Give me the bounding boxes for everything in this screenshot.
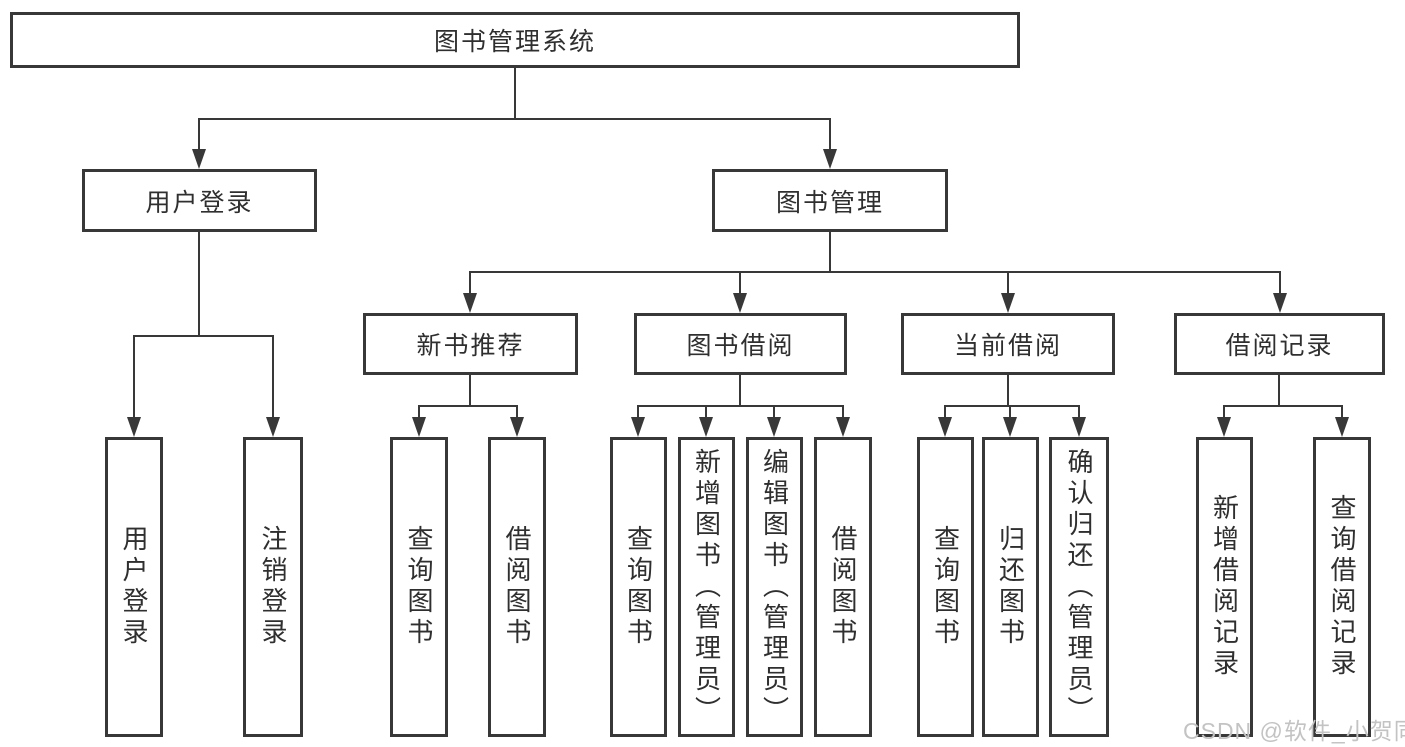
arrow-down-icon xyxy=(412,417,426,437)
connector-line xyxy=(773,405,775,420)
leaf-label: 新增借阅记录 xyxy=(1209,494,1240,680)
leaf-label: 查询图书 xyxy=(930,525,961,649)
leaf-return-books: 归还图书 xyxy=(982,437,1039,737)
arrow-down-icon xyxy=(1335,417,1349,437)
connector-line xyxy=(198,118,200,151)
connector-line xyxy=(944,405,1080,407)
node-current-borrowing: 当前借阅 xyxy=(901,313,1115,375)
connector-line xyxy=(1007,375,1009,407)
leaf-label: 用户登录 xyxy=(119,525,149,649)
csdn-watermark: CSDN @软件_小贺同学 xyxy=(1183,718,1405,744)
arrow-down-icon xyxy=(767,417,781,437)
arrow-down-icon xyxy=(1003,417,1017,437)
node-label: 图书管理系统 xyxy=(433,28,596,56)
connector-line xyxy=(469,375,471,407)
node-new-book-recommendation: 新书推荐 xyxy=(363,313,578,375)
connector-line xyxy=(469,271,1281,273)
arrow-down-icon xyxy=(631,417,645,437)
connector-line xyxy=(133,335,274,337)
node-library-management-system: 图书管理系统 xyxy=(10,12,1020,68)
connector-line xyxy=(516,405,518,420)
arrow-down-icon xyxy=(733,293,747,313)
leaf-query-books-recommend: 查询图书 xyxy=(390,437,448,737)
connector-line xyxy=(944,405,946,420)
connector-line xyxy=(1078,405,1080,420)
leaf-label: 借阅图书 xyxy=(828,525,858,649)
connector-line xyxy=(469,271,471,295)
leaf-borrow-books-recommend: 借阅图书 xyxy=(488,437,546,737)
leaf-label: 编辑图书（管理员） xyxy=(759,447,790,727)
leaf-label: 查询借阅记录 xyxy=(1327,494,1357,680)
connector-line xyxy=(418,405,420,420)
connector-line xyxy=(739,271,741,295)
connector-line xyxy=(637,405,844,407)
connector-line xyxy=(829,118,831,151)
connector-line xyxy=(198,118,831,120)
leaf-label: 确认归还（管理员） xyxy=(1064,447,1094,727)
node-label: 新书推荐 xyxy=(416,332,525,360)
node-label: 图书借阅 xyxy=(686,332,795,360)
node-user-login: 用户登录 xyxy=(82,169,317,232)
leaf-user-login: 用户登录 xyxy=(105,437,163,737)
connector-line xyxy=(133,335,135,419)
arrow-down-icon xyxy=(1273,293,1287,313)
node-label: 用户登录 xyxy=(145,188,254,217)
leaf-label: 查询图书 xyxy=(404,525,434,649)
arrow-down-icon xyxy=(699,417,713,437)
arrow-down-icon xyxy=(1001,293,1015,313)
node-label: 图书管理 xyxy=(775,188,884,217)
leaf-confirm-return-admin: 确认归还（管理员） xyxy=(1049,437,1109,737)
leaf-query-borrow-record: 查询借阅记录 xyxy=(1313,437,1371,737)
arrow-down-icon xyxy=(463,293,477,313)
connector-line xyxy=(1007,271,1009,295)
connector-line xyxy=(1341,405,1343,420)
arrow-down-icon xyxy=(938,417,952,437)
node-borrowing-records: 借阅记录 xyxy=(1174,313,1385,375)
connector-line xyxy=(842,405,844,420)
leaf-label: 查询图书 xyxy=(623,525,654,649)
connector-line xyxy=(1279,271,1281,295)
leaf-add-books-admin: 新增图书（管理员） xyxy=(678,437,735,737)
connector-line xyxy=(1009,405,1011,420)
arrow-down-icon xyxy=(192,149,206,169)
node-label: 当前借阅 xyxy=(953,332,1062,360)
arrow-down-icon xyxy=(127,417,141,437)
leaf-query-books-borrow: 查询图书 xyxy=(610,437,667,737)
leaf-label: 新增图书（管理员） xyxy=(691,447,722,727)
leaf-label: 借阅图书 xyxy=(502,525,532,649)
leaf-borrow-books: 借阅图书 xyxy=(814,437,872,737)
leaf-logout: 注销登录 xyxy=(243,437,303,737)
connector-line xyxy=(705,405,707,420)
connector-line xyxy=(1223,405,1343,407)
connector-line xyxy=(198,232,200,337)
node-book-borrowing: 图书借阅 xyxy=(634,313,847,375)
leaf-add-borrow-record: 新增借阅记录 xyxy=(1196,437,1253,737)
node-label: 借阅记录 xyxy=(1225,332,1334,360)
leaf-query-books-current: 查询图书 xyxy=(917,437,974,737)
connector-line xyxy=(637,405,639,420)
node-book-management: 图书管理 xyxy=(712,169,948,232)
arrow-down-icon xyxy=(266,417,280,437)
leaf-label: 注销登录 xyxy=(258,525,288,649)
arrow-down-icon xyxy=(836,417,850,437)
connector-line xyxy=(829,232,831,273)
connector-line xyxy=(1278,375,1280,407)
connector-line xyxy=(418,405,518,407)
arrow-down-icon xyxy=(1217,417,1231,437)
leaf-edit-books-admin: 编辑图书（管理员） xyxy=(746,437,803,737)
connector-line xyxy=(1223,405,1225,420)
arrow-down-icon xyxy=(510,417,524,437)
connector-line xyxy=(514,68,516,119)
arrow-down-icon xyxy=(823,149,837,169)
connector-line xyxy=(739,375,741,407)
leaf-label: 归还图书 xyxy=(995,525,1026,649)
connector-line xyxy=(272,335,274,419)
arrow-down-icon xyxy=(1072,417,1086,437)
